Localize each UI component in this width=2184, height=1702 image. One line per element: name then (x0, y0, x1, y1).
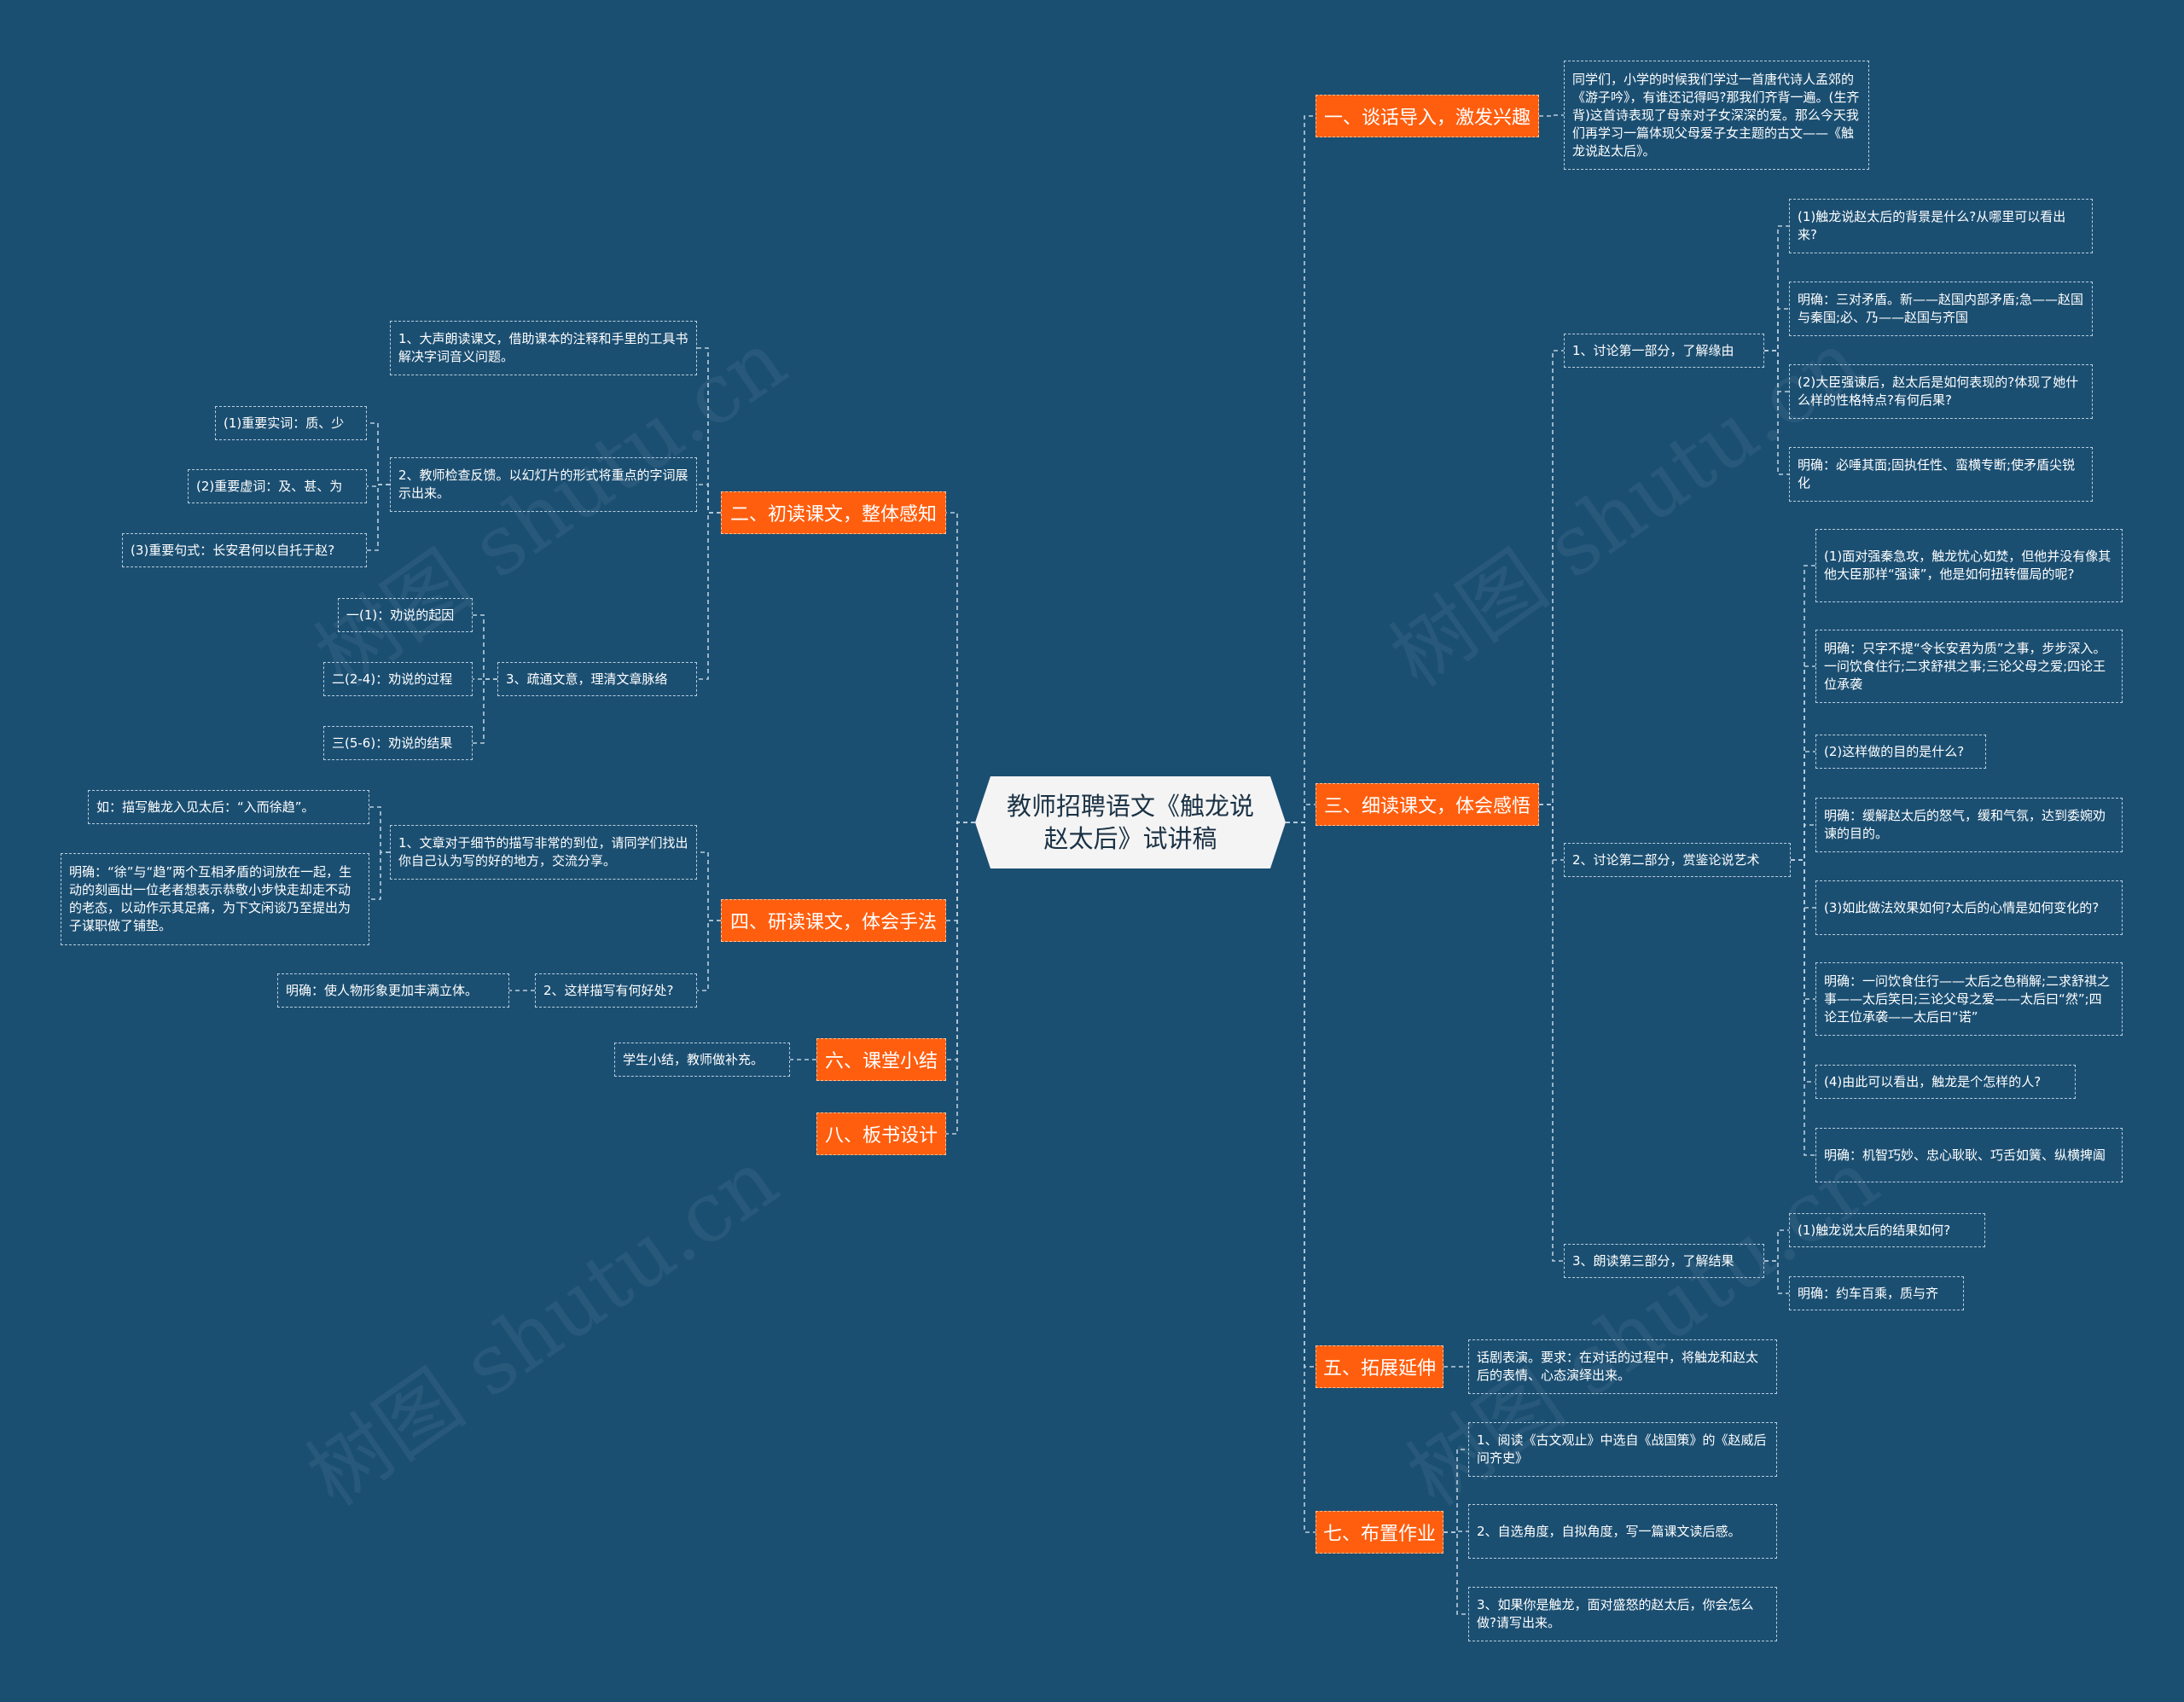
connector-line (369, 851, 390, 900)
connector-line (1791, 824, 1815, 861)
topic-section-7[interactable]: 七、布置作业 (1316, 1511, 1443, 1554)
part-2-answer-2: 明确：缓解赵太后的怒气，缓和气氛，达到委婉劝谏的目的。 (1815, 798, 2123, 852)
part-2-question-4: (4)由此可以看出，触龙是个怎样的人? (1815, 1065, 2076, 1099)
part-2-question-2: (2)这样做的目的是什么? (1815, 735, 1986, 769)
part-2-answer-3: 明确：一问饮食住行——太后之色稍解;二求舒祺之事——太后笑曰;三论父母之爱——太… (1815, 962, 2123, 1036)
homework-item-1: 1、阅读《古文观止》中选自《战国策》的《赵威后问齐史》 (1468, 1422, 1777, 1477)
part-2-answer-1: 明确：只字不提“令长安君为质”之事，步步深入。一问饮食住行;二求舒祺之事;三论父… (1815, 630, 2123, 703)
connector-line (473, 614, 497, 680)
connector-line (1764, 350, 1789, 475)
homework-item-2: 2、自选角度，自拟角度，写一篇课文读后感。 (1468, 1504, 1777, 1559)
connector-line (1443, 1531, 1468, 1615)
topic-section-8[interactable]: 八、板书设计 (816, 1112, 946, 1155)
connector-line (1791, 665, 1815, 861)
connector-line (697, 347, 721, 514)
part-1-answer-1: 明确：三对矛盾。新——赵国内部矛盾;急——赵国与秦国;必、乃——赵国与齐国 (1789, 282, 2093, 336)
section-3-part-2[interactable]: 2、讨论第二部分，赏鉴论说艺术 (1564, 843, 1791, 877)
key-sentence-pattern: (3)重要句式：长安君何以自托于赵? (122, 533, 367, 567)
connector-line (1791, 859, 1815, 1000)
connector-line (946, 512, 975, 823)
connector-line (1539, 804, 1564, 861)
connector-line (1286, 115, 1316, 823)
detail-explanation: 明确：“徐”与“趋”两个互相矛盾的词放在一起，生动的刻画出一位老者想表示恭敬小步… (61, 853, 369, 945)
part-1-answer-2: 明确：必唾其面;固执任性、蛮横专断;使矛盾尖锐化 (1789, 447, 2093, 502)
connector-line (369, 806, 390, 853)
section-2-step-3: 3、疏通文意，理清文章脉络 (497, 662, 697, 696)
connector-line (1791, 859, 1815, 1083)
topic-section-1[interactable]: 一、谈话导入，激发兴趣 (1316, 95, 1539, 137)
part-2-answer-4: 明确：机智巧妙、忠心耿耿、巧舌如簧、纵横捭阖 (1815, 1128, 2123, 1182)
connector-line (1764, 350, 1789, 392)
part-2-question-3: (3)如此做法效果如何?太后的心情是如何变化的? (1815, 880, 2123, 935)
section-1-text: 同学们，小学的时候我们学过一首唐代诗人孟郊的《游子吟》，有谁还记得吗?那我们齐背… (1564, 61, 1869, 170)
connector-line (1791, 565, 1815, 861)
topic-section-4[interactable]: 四、研读课文，体会手法 (721, 899, 946, 942)
connector-line (946, 822, 975, 1135)
connector-line (697, 512, 721, 680)
connector-line (1764, 225, 1789, 351)
section-6-text: 学生小结，教师做补充。 (614, 1043, 790, 1077)
section-4-step-1: 1、文章对于细节的描写非常的到位，请同学们找出你自己认为写的好的地方，交流分享。 (390, 825, 697, 880)
topic-section-5[interactable]: 五、拓展延伸 (1316, 1345, 1443, 1388)
homework-item-3: 3、如果你是触龙，面对盛怒的赵太后，你会怎么做?请写出来。 (1468, 1587, 1777, 1641)
connector-line (1286, 822, 1316, 1533)
connector-line (1764, 308, 1789, 351)
connector-line (367, 484, 390, 551)
section-5-text: 话剧表演。要求：在对话的过程中，将触龙和赵太后的表情、心态演绎出来。 (1468, 1339, 1777, 1394)
connector-line (1539, 114, 1564, 117)
connector-line (1539, 804, 1564, 1262)
section-2-step-1: 1、大声朗读课文，借助课本的注释和手里的工具书解决字词音义问题。 (390, 321, 697, 375)
connector-line (1443, 1449, 1468, 1533)
connector-line (1791, 859, 1815, 1156)
connector-line (1286, 804, 1316, 823)
part-1-question-1: (1)触龙说赵太后的背景是什么?从哪里可以看出来? (1789, 199, 2093, 253)
connector-line (946, 822, 975, 921)
key-content-words: (1)重要实词：质、少 (215, 406, 367, 440)
connector-line (1286, 822, 1316, 1368)
topic-section-6[interactable]: 六、课堂小结 (816, 1038, 946, 1081)
connector-line (1539, 350, 1564, 805)
connector-line (1764, 1229, 1789, 1262)
part-3-question-1: (1)触龙说太后的结果如何? (1789, 1213, 1985, 1247)
section-2-step-2: 2、教师检查反馈。以幻灯片的形式将重点的字词展示出来。 (390, 457, 697, 512)
structure-part-2: 二(2-4)：劝说的过程 (323, 662, 473, 696)
topic-section-2[interactable]: 二、初读课文，整体感知 (721, 491, 946, 534)
structure-part-3: 三(5-6)：劝说的结果 (323, 726, 473, 760)
connector-line (946, 822, 975, 1060)
part-3-answer-1: 明确：约车百乘，质与齐 (1789, 1276, 1964, 1310)
connector-line (697, 484, 721, 514)
root-topic[interactable]: 教师招聘语文《触龙说赵太后》试讲稿 (975, 776, 1286, 868)
section-4-answer: 明确：使人物形象更加丰满立体。 (277, 973, 509, 1008)
connector-line (697, 851, 721, 921)
connector-line (697, 920, 721, 991)
part-2-question-1: (1)面对强秦急攻，触龙忧心如焚，但他并没有像其他大臣那样“强谏”，他是如何扭转… (1815, 529, 2123, 602)
connector-line (367, 422, 390, 485)
connector-line (367, 484, 390, 487)
key-function-words: (2)重要虚词：及、甚、为 (188, 469, 367, 503)
section-3-part-3[interactable]: 3、朗读第三部分，了解结果 (1564, 1244, 1764, 1278)
connector-line (473, 678, 497, 744)
section-3-part-1[interactable]: 1、讨论第一部分，了解缘由 (1564, 334, 1764, 368)
connector-line (1791, 859, 1815, 909)
section-4-step-2: 2、这样描写有何好处? (535, 973, 697, 1008)
part-1-question-2: (2)大臣强谏后，赵太后是如何表现的?体现了她什么样的性格特点?有何后果? (1789, 364, 2093, 419)
connector-line (1791, 751, 1815, 861)
structure-part-1: 一(1)：劝说的起因 (338, 598, 473, 632)
connector-line (1764, 1260, 1789, 1294)
detail-example: 如：描写触龙入见太后：“入而徐趋”。 (88, 790, 369, 824)
topic-section-3[interactable]: 三、细读课文，体会感悟 (1316, 783, 1539, 826)
